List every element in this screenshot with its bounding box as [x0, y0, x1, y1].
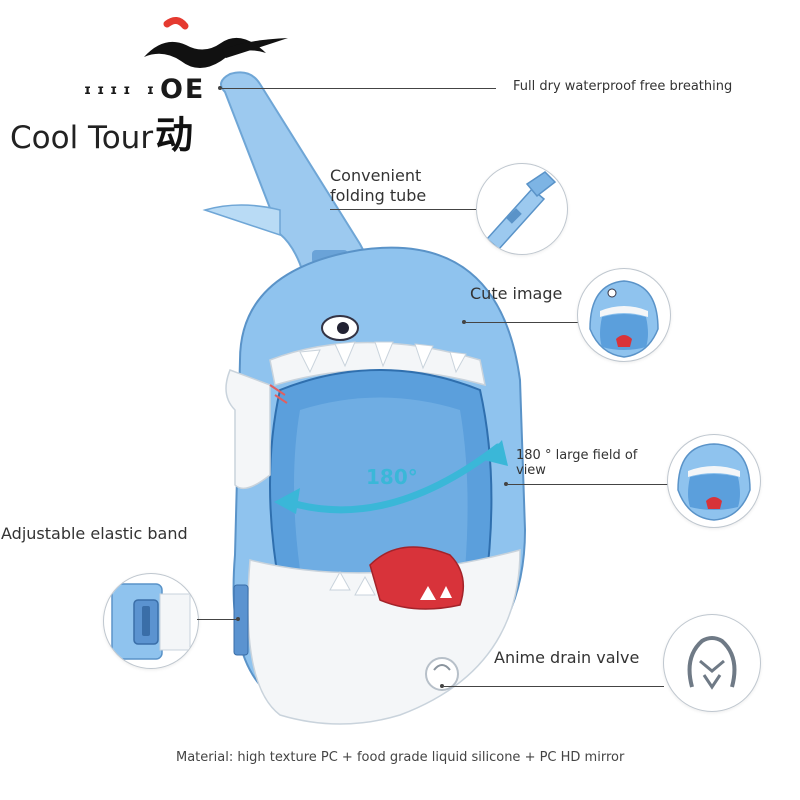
- breathing-label: Full dry waterproof free breathing: [513, 79, 733, 94]
- tube-label-line2: folding tube: [330, 186, 427, 205]
- drain-valve-inset: [663, 614, 761, 712]
- band-leader: [197, 619, 237, 620]
- brand-name: Cool Tour动: [10, 104, 193, 159]
- fov-label-line1: 180 ° large field of: [516, 448, 638, 463]
- fov-dot: [504, 482, 508, 486]
- elastic-band-inset: [103, 573, 199, 669]
- material-text: Material: high texture PC + food grade l…: [176, 750, 625, 765]
- band-dot: [236, 617, 240, 621]
- valve-leader: [444, 686, 664, 687]
- brand-logo-icon: [82, 12, 292, 107]
- brand-suffix-char: 动: [155, 113, 194, 157]
- tube-label-line1: Convenient: [330, 166, 422, 185]
- shark-mask-image: [130, 70, 560, 750]
- brand-name-text: Cool Tour: [10, 120, 154, 156]
- cute-image-leader: [466, 322, 578, 323]
- brand-logo-text: OE: [159, 74, 206, 105]
- band-label: Adjustable elastic band: [1, 524, 188, 543]
- tube-label: Convenient folding tube: [330, 166, 426, 206]
- folding-tube-inset: [476, 163, 568, 255]
- breathing-dot: [218, 86, 222, 90]
- cute-image-label: Cute image: [470, 284, 563, 303]
- breathing-leader: [222, 88, 496, 89]
- brand-logo-letters: ɪɪɪɪ ɪOE: [84, 74, 206, 105]
- fov-arrow-icon: [270, 440, 520, 530]
- valve-label: Anime drain valve: [494, 648, 640, 667]
- fov-label: 180 ° large field of view: [516, 448, 638, 479]
- fov-badge: 180°: [366, 465, 418, 489]
- fov-inset: [667, 434, 761, 528]
- cute-image-dot: [462, 320, 466, 324]
- tube-leader: [330, 209, 478, 210]
- cute-image-inset: [577, 268, 671, 362]
- fov-leader: [508, 484, 668, 485]
- valve-dot: [440, 684, 444, 688]
- fov-label-line2: view: [516, 462, 546, 478]
